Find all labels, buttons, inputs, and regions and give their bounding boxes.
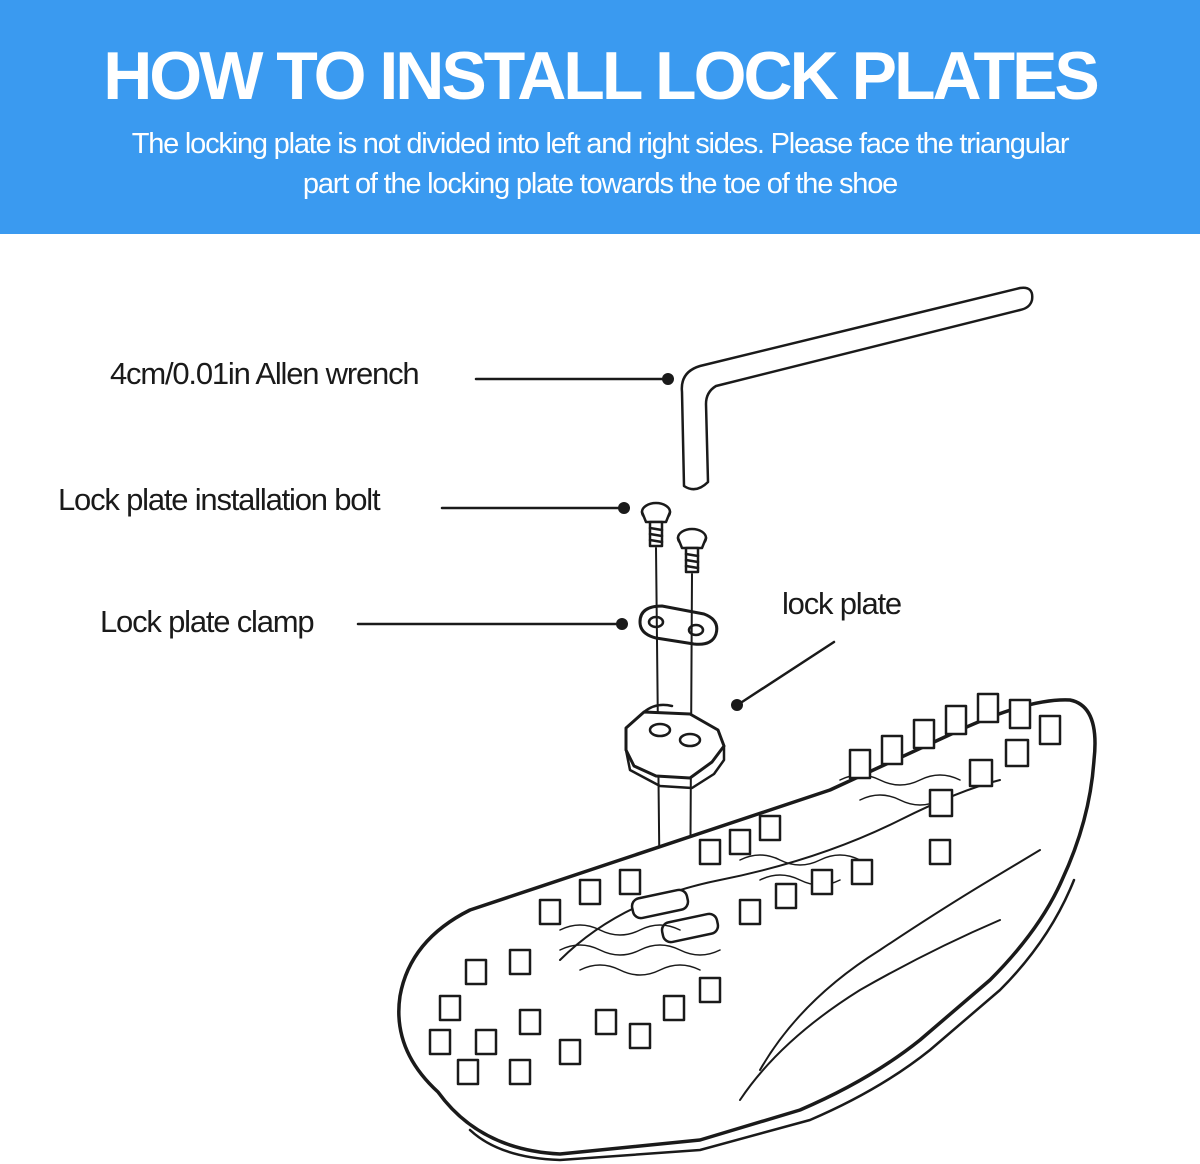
callout-bolt-label: Lock plate installation bolt <box>58 482 381 517</box>
subtitle-line-1: The locking plate is not divided into le… <box>131 128 1070 160</box>
lock-plate-drawing <box>624 703 726 790</box>
clamp-drawing <box>638 604 719 646</box>
page-subtitle: The locking plate is not divided into le… <box>60 124 1140 204</box>
allen-wrench-drawing <box>680 286 1034 491</box>
callout-allen-wrench-label: 4cm/0.01in Allen wrench <box>110 356 420 391</box>
tread-blocks <box>428 692 1062 1086</box>
page-title: HOW TO INSTALL LOCK PLATES <box>103 38 1100 114</box>
header-banner: HOW TO INSTALL LOCK PLATES The locking p… <box>0 0 1200 234</box>
callout-clamp-label: Lock plate clamp <box>100 604 315 639</box>
leader-dots <box>616 373 743 711</box>
leader-lines <box>356 377 836 704</box>
subtitle-line-2: part of the locking plate towards the to… <box>302 168 898 200</box>
bolt-drawing <box>640 501 708 574</box>
callout-lock-plate-label: lock plate <box>782 586 902 621</box>
